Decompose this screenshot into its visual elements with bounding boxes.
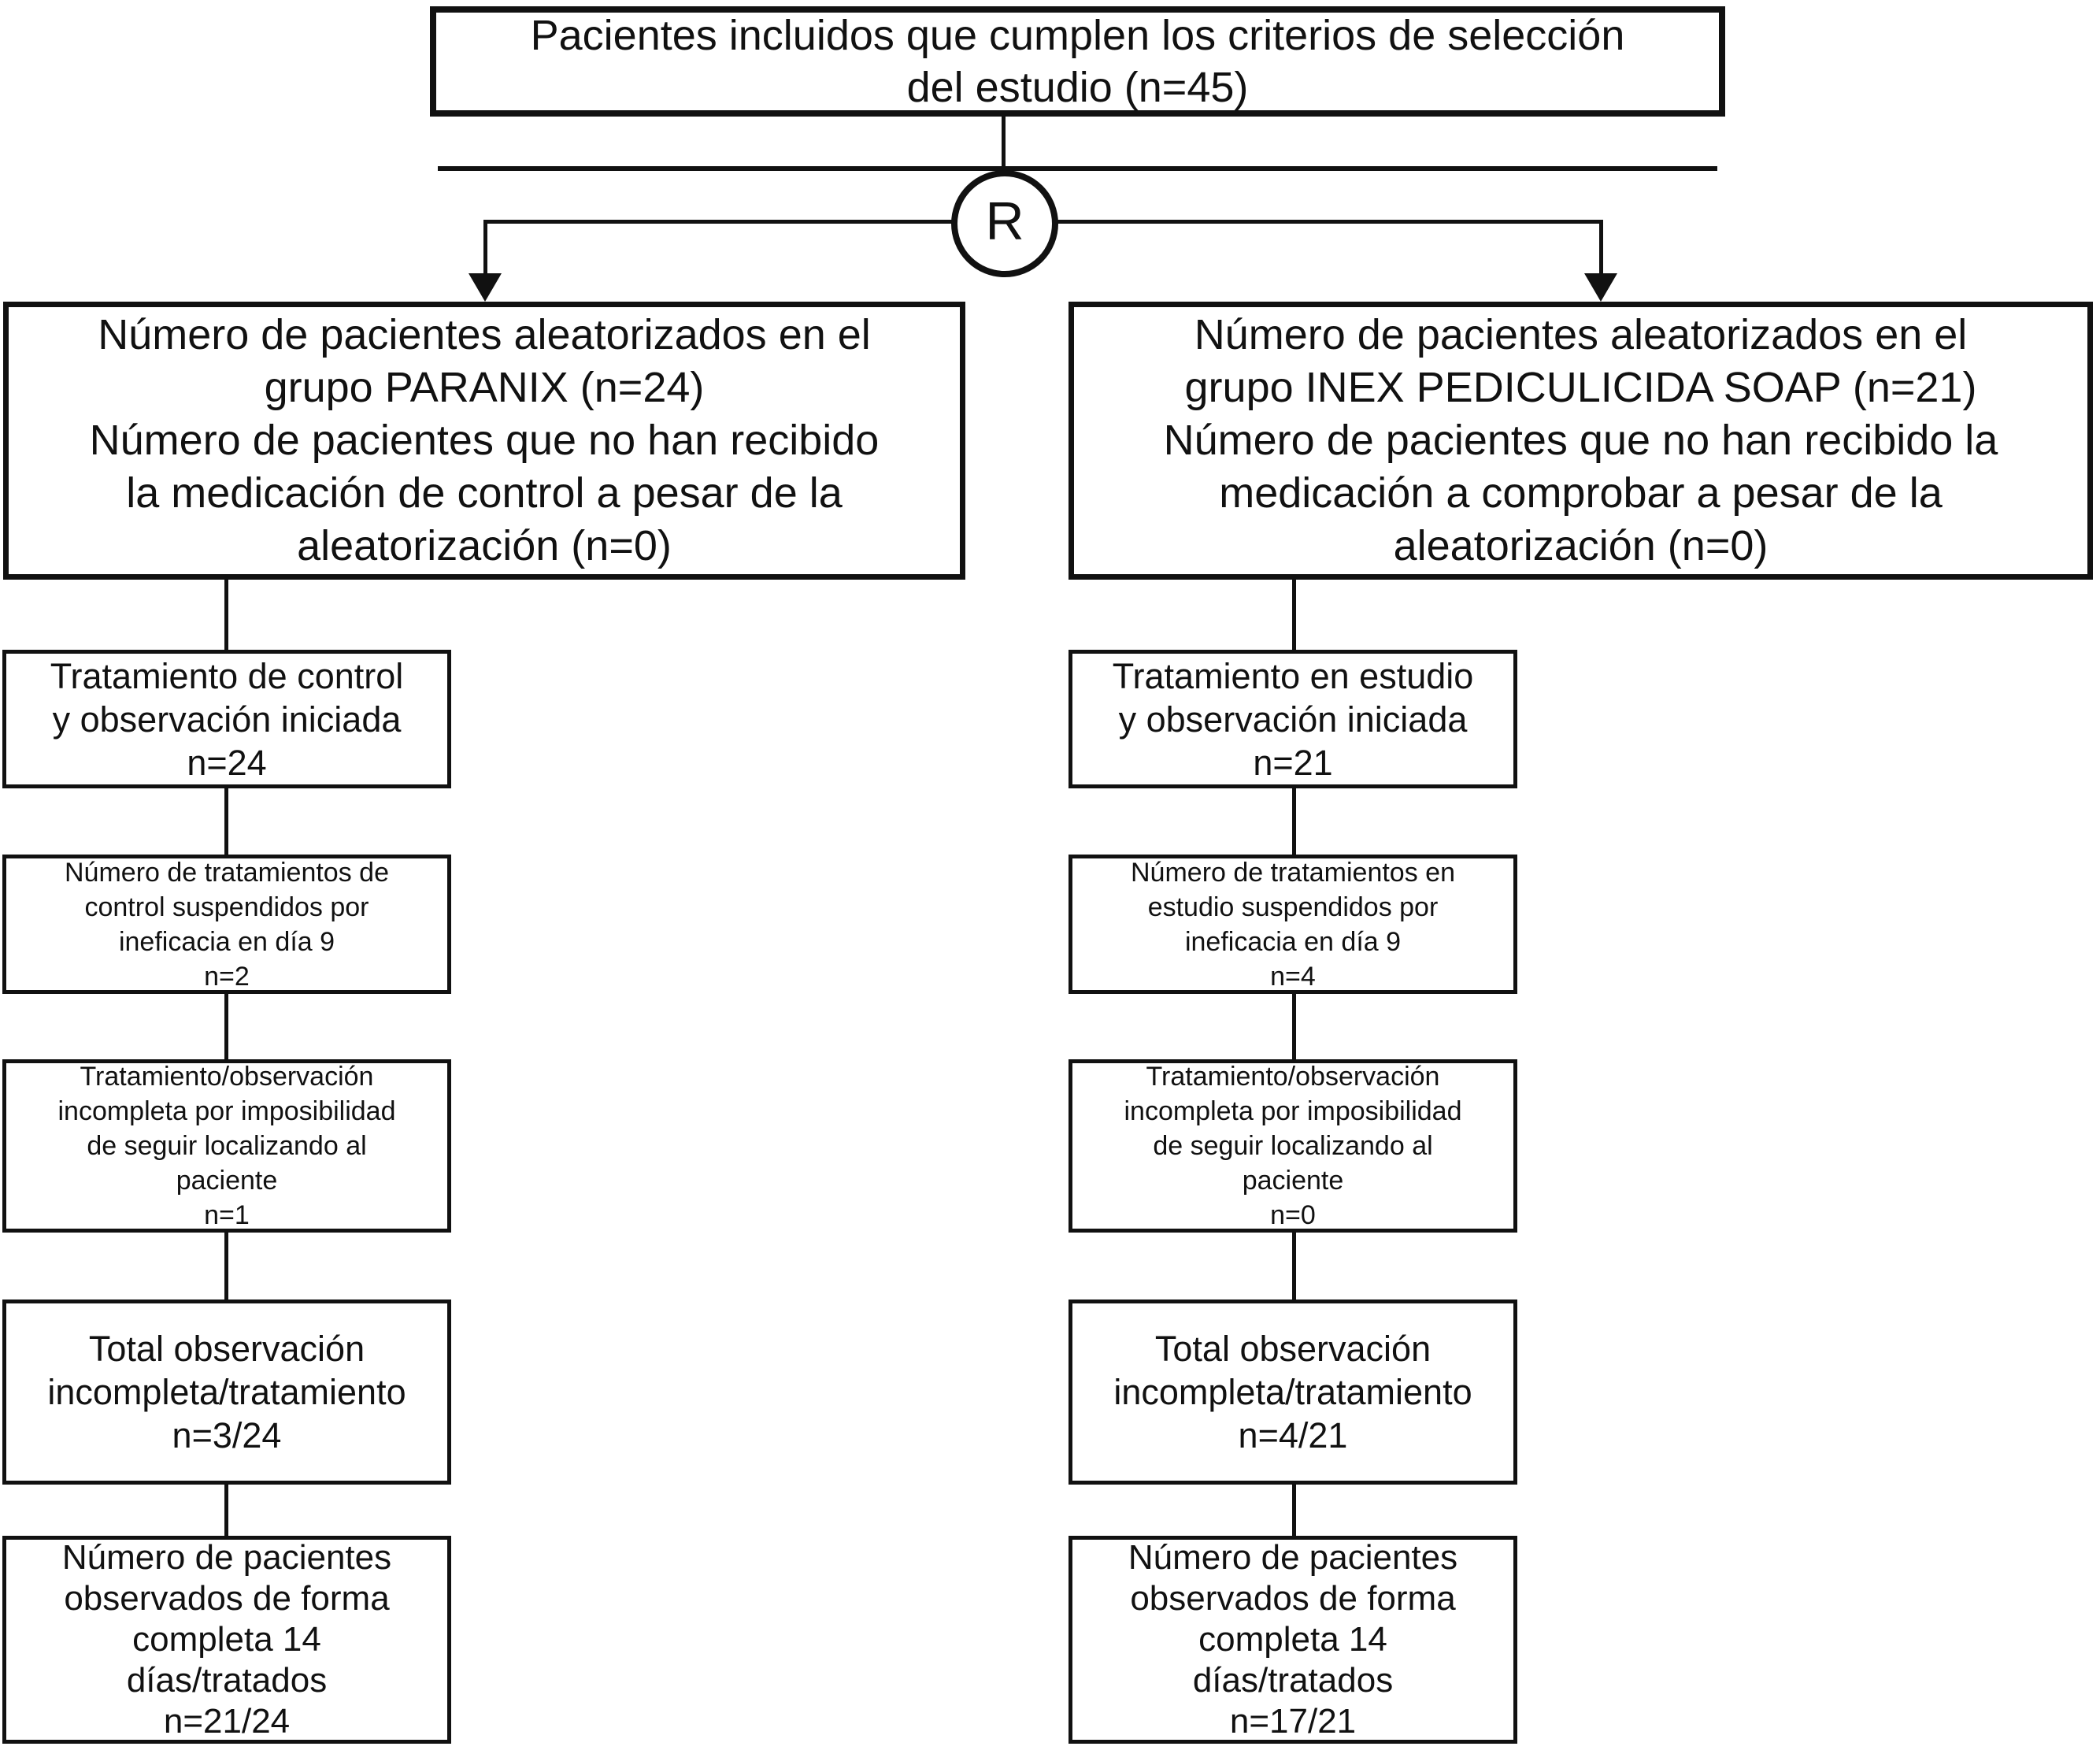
left-total-incomplete-box: Total observación incompleta/tratamiento… <box>2 1300 451 1485</box>
right-completed-box: Número de pacientes observados de forma … <box>1069 1536 1517 1744</box>
right-suspended-inefficacy-box: Número de tratamientos en estudio suspen… <box>1069 855 1517 994</box>
left-connector-5 <box>224 1485 228 1536</box>
arrow-head-left-icon <box>469 273 502 302</box>
right-connector-3 <box>1292 994 1296 1059</box>
arrow-stem-left <box>483 220 487 276</box>
connector-top-to-rule <box>1002 117 1006 170</box>
right-incomplete-lost-box: Tratamiento/observación incompleta por i… <box>1069 1059 1517 1233</box>
left-connector-1 <box>224 580 228 650</box>
left-incomplete-lost-box: Tratamiento/observación incompleta por i… <box>2 1059 451 1233</box>
arrow-head-right-icon <box>1584 273 1617 302</box>
left-randomized-box: Número de pacientes aleatorizados en el … <box>3 302 965 580</box>
left-connector-2 <box>224 788 228 855</box>
included-patients-box: Pacientes incluidos que cumplen los crit… <box>430 6 1725 117</box>
left-connector-4 <box>224 1233 228 1300</box>
left-suspended-inefficacy-box: Número de tratamientos de control suspen… <box>2 855 451 994</box>
right-connector-2 <box>1292 788 1296 855</box>
branch-line-right <box>1057 220 1602 224</box>
right-treatment-started-box: Tratamiento en estudio y observación ini… <box>1069 650 1517 788</box>
right-connector-4 <box>1292 1233 1296 1300</box>
randomization-circle: R <box>951 170 1058 277</box>
randomization-rule-line <box>438 166 1717 171</box>
left-connector-3 <box>224 994 228 1059</box>
right-randomized-box: Número de pacientes aleatorizados en el … <box>1069 302 2093 580</box>
right-connector-5 <box>1292 1485 1296 1536</box>
right-connector-1 <box>1292 580 1296 650</box>
arrow-stem-right <box>1599 220 1603 276</box>
left-treatment-started-box: Tratamiento de control y observación ini… <box>2 650 451 788</box>
branch-line-left <box>485 220 953 224</box>
randomization-label: R <box>985 191 1024 251</box>
right-total-incomplete-box: Total observación incompleta/tratamiento… <box>1069 1300 1517 1485</box>
left-completed-box: Número de pacientes observados de forma … <box>2 1536 451 1744</box>
